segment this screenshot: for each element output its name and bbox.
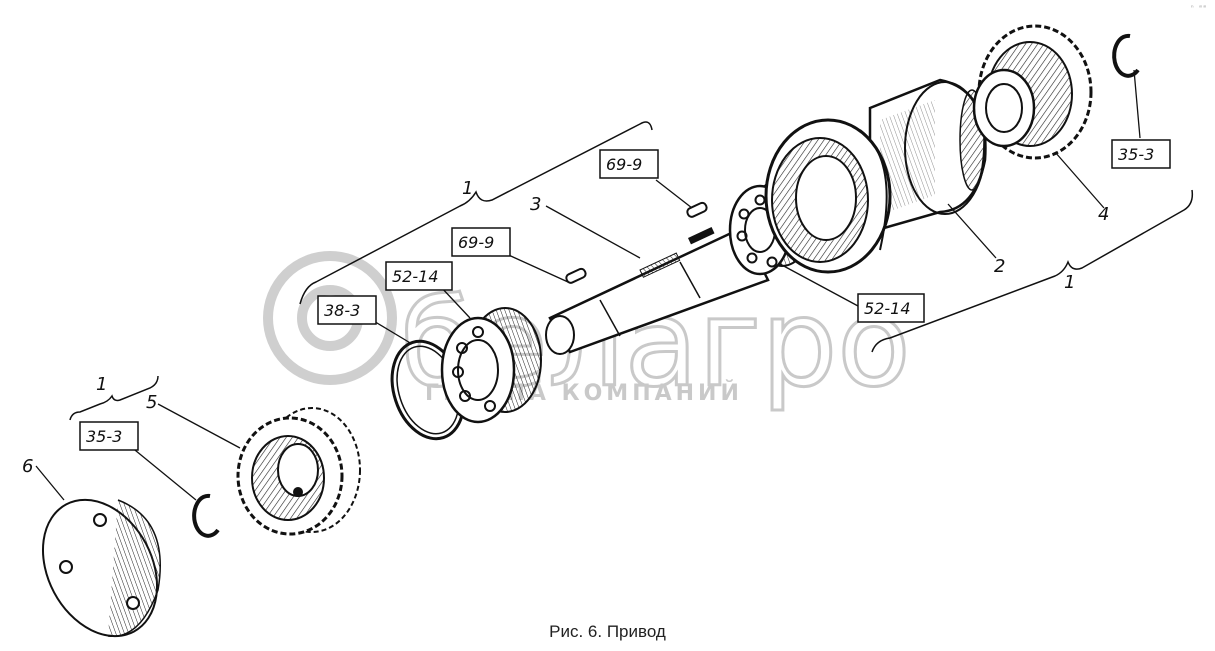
- figure-caption: Рис. 6. Привод: [549, 622, 666, 641]
- ref-box-ring-left-label: 35-3: [86, 427, 122, 446]
- bracket-left: [69, 375, 159, 421]
- part-number-gear-large: 4: [1098, 204, 1109, 225]
- ref-box-circlip-label: 38-3: [324, 301, 360, 320]
- bracket-right: [871, 189, 1194, 353]
- housing: [764, 78, 987, 274]
- ref-box-key-lower: 69-9: [451, 227, 511, 257]
- ref-box-circlip: 38-3: [317, 295, 377, 325]
- part-number-bracket-top: 1: [462, 178, 473, 199]
- bracket-top: [299, 121, 653, 305]
- ref-box-ring-left: 35-3: [79, 421, 139, 451]
- corner-mark: ⁿ ᵐᵐ: [1190, 4, 1207, 12]
- ref-box-bearing-left-label: 52-14: [392, 267, 439, 286]
- gear-large: [972, 24, 1093, 160]
- part-number-cover: 6: [22, 456, 33, 477]
- part-number-shaft: 3: [530, 194, 541, 215]
- key-lower: [565, 267, 587, 284]
- part-number-bracket-right: 1: [1064, 272, 1075, 293]
- part-number-bracket-left: 1: [96, 374, 107, 395]
- ref-box-bearing-left: 52-14: [385, 261, 453, 291]
- part-number-gear-small: 5: [146, 392, 157, 413]
- cover-plate: [41, 498, 161, 638]
- retaining-ring-right: [1112, 33, 1140, 78]
- bearing-left: [440, 307, 542, 424]
- ref-box-bearing-right-label: 52-14: [864, 299, 911, 318]
- ref-box-bearing-right: 52-14: [857, 293, 925, 323]
- ref-box-key-upper-label: 69-9: [606, 155, 642, 174]
- part-number-housing: 2: [994, 256, 1005, 277]
- ref-box-key-upper: 69-9: [599, 149, 659, 179]
- key-upper: [686, 201, 708, 218]
- leader-lines: [35, 69, 1141, 501]
- shaft: [545, 226, 770, 355]
- ref-box-ring-right: 35-3: [1111, 139, 1171, 169]
- retaining-ring-left: [192, 493, 220, 538]
- ref-box-key-lower-label: 69-9: [458, 233, 494, 252]
- gear-small: [236, 407, 361, 536]
- ref-box-ring-right-label: 35-3: [1118, 145, 1154, 164]
